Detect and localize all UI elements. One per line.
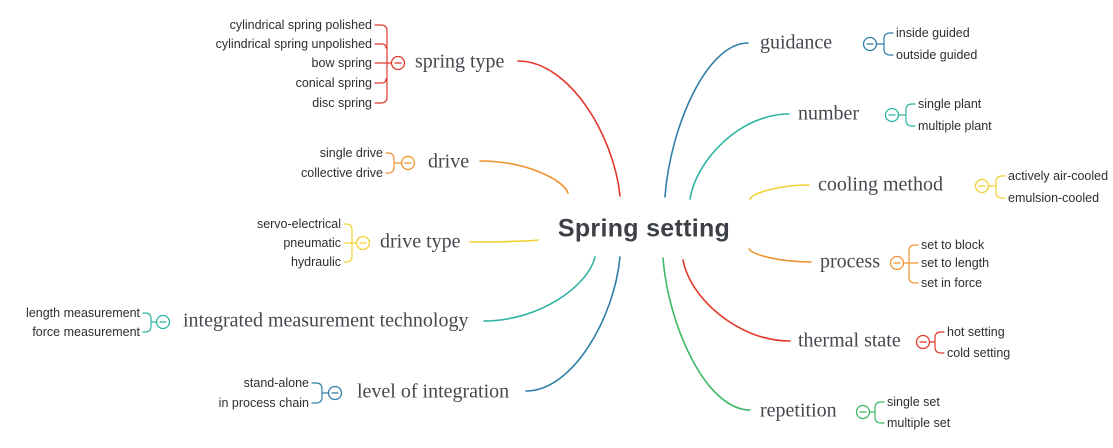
children-bracket-drive xyxy=(385,152,402,174)
child-node-actively-air-cooled[interactable]: actively air-cooled xyxy=(1008,169,1109,183)
child-node-disc-spring[interactable]: disc spring xyxy=(312,96,372,110)
children-bracket-guidance xyxy=(876,32,894,56)
child-node-hydraulic[interactable]: hydraulic xyxy=(290,255,341,269)
child-node-set-to-block[interactable]: set to block xyxy=(921,238,985,252)
branch-curve-process xyxy=(748,248,812,263)
collapse-icon-cooling-method[interactable] xyxy=(974,178,990,194)
child-node-hot-setting[interactable]: hot setting xyxy=(947,325,1005,339)
branch-label-integrated-measurement-technology[interactable]: integrated measurement technology xyxy=(183,309,469,332)
branch-curve-cooling-method xyxy=(749,184,810,200)
branch-curve-drive xyxy=(479,160,569,194)
child-node-pneumatic[interactable]: pneumatic xyxy=(283,236,341,250)
child-node-inside-guided[interactable]: inside guided xyxy=(896,26,970,40)
children-bracket-repetition xyxy=(869,401,885,424)
children-bracket-level-of-integration xyxy=(311,382,329,404)
child-node-collective-drive[interactable]: collective drive xyxy=(301,166,383,180)
collapse-icon-repetition[interactable] xyxy=(855,404,871,420)
branch-label-repetition[interactable]: repetition xyxy=(760,399,837,422)
child-node-single-drive[interactable]: single drive xyxy=(319,146,383,160)
children-bracket-thermal-state xyxy=(929,331,945,354)
children-bracket-number xyxy=(898,103,916,127)
child-node-multiple-set[interactable]: multiple set xyxy=(887,416,951,430)
branch-label-level-of-integration[interactable]: level of integration xyxy=(357,380,510,403)
branch-curve-guidance xyxy=(664,42,749,198)
branch-curve-spring-type xyxy=(517,60,621,197)
branch-label-drive-type[interactable]: drive type xyxy=(380,230,461,253)
branch-label-number[interactable]: number xyxy=(798,102,860,125)
branch-label-cooling-method[interactable]: cooling method xyxy=(818,173,943,196)
child-node-force-measurement[interactable]: force measurement xyxy=(32,325,140,339)
branch-curve-level-of-integration xyxy=(525,256,621,392)
collapse-icon-integrated-measurement-technology[interactable] xyxy=(155,314,171,330)
child-node-cold-setting[interactable]: cold setting xyxy=(947,346,1011,360)
child-node-set-to-length[interactable]: set to length xyxy=(921,256,990,270)
collapse-icon-drive-type[interactable] xyxy=(355,235,371,251)
children-bracket-spring-type xyxy=(374,24,392,104)
branch-curve-number xyxy=(689,113,790,200)
child-node-length-measurement[interactable]: length measurement xyxy=(26,306,140,320)
child-node-cylindrical-spring-polished[interactable]: cylindrical spring polished xyxy=(229,18,372,32)
child-node-bow-spring[interactable]: bow spring xyxy=(311,56,372,70)
branch-label-drive[interactable]: drive xyxy=(428,150,470,173)
branch-curve-integrated-measurement-technology xyxy=(483,256,596,322)
child-node-outside-guided[interactable]: outside guided xyxy=(896,48,978,62)
child-node-set-in-force[interactable]: set in force xyxy=(921,276,983,290)
children-bracket-cooling-method xyxy=(988,175,1006,199)
collapse-icon-number[interactable] xyxy=(884,107,900,123)
branch-label-thermal-state[interactable]: thermal state xyxy=(798,329,901,352)
child-node-conical-spring[interactable]: conical spring xyxy=(295,76,372,90)
children-bracket-integrated-measurement-technology xyxy=(142,312,157,333)
child-node-single-plant[interactable]: single plant xyxy=(918,97,982,111)
child-node-servo-electrical[interactable]: servo-electrical xyxy=(256,217,341,231)
branch-curve-drive-type xyxy=(469,239,539,243)
center-node-title[interactable]: Spring setting xyxy=(557,214,731,243)
collapse-icon-spring-type[interactable] xyxy=(390,55,406,71)
branch-label-spring-type[interactable]: spring type xyxy=(415,50,505,73)
child-node-emulsion-cooled[interactable]: emulsion-cooled xyxy=(1008,191,1100,205)
branch-label-process[interactable]: process xyxy=(820,250,880,273)
branch-label-guidance[interactable]: guidance xyxy=(760,31,833,54)
collapse-icon-guidance[interactable] xyxy=(862,36,878,52)
collapse-icon-level-of-integration[interactable] xyxy=(327,385,343,401)
child-node-single-set[interactable]: single set xyxy=(887,395,940,409)
children-bracket-drive-type xyxy=(343,223,357,263)
collapse-icon-process[interactable] xyxy=(889,255,905,271)
branch-curve-repetition xyxy=(662,257,751,411)
children-bracket-process xyxy=(903,244,919,284)
child-node-in-process-chain[interactable]: in process chain xyxy=(218,396,309,410)
collapse-icon-drive[interactable] xyxy=(400,155,416,171)
branch-curve-thermal-state xyxy=(682,259,791,342)
child-node-stand-alone[interactable]: stand-alone xyxy=(243,376,309,390)
collapse-icon-thermal-state[interactable] xyxy=(915,334,931,350)
child-node-multiple-plant[interactable]: multiple plant xyxy=(918,119,992,133)
child-node-cylindrical-spring-unpolished[interactable]: cylindrical spring unpolished xyxy=(215,37,372,51)
